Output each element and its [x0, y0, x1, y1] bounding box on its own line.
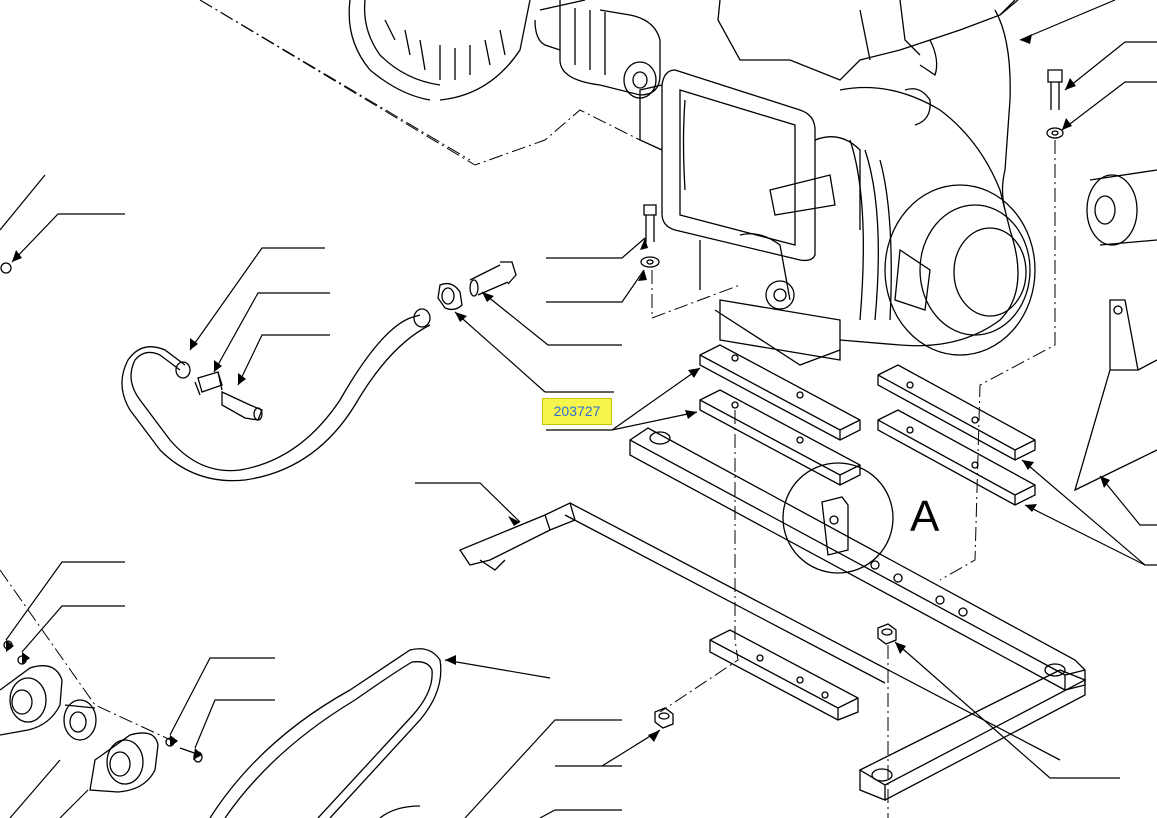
detail-label-a: A — [910, 492, 940, 541]
engine — [640, 0, 1035, 365]
fan — [349, 0, 530, 100]
spacer-plates — [700, 345, 1035, 505]
frame — [460, 428, 1085, 800]
detail-circle-a — [783, 463, 893, 573]
center-lines — [0, 0, 1055, 818]
guard-plate — [1075, 170, 1157, 490]
mount-bolts — [641, 70, 1063, 267]
shaft-coupler — [535, 0, 660, 98]
nuts — [655, 624, 896, 728]
bearing-assembly — [0, 263, 202, 792]
air-filter — [640, 70, 815, 260]
drive-belt — [210, 649, 441, 818]
arrowheads — [6, 34, 1110, 760]
flywheel-cover — [885, 185, 1035, 355]
part-number-label: 203727 — [553, 403, 601, 419]
part-number-highlight[interactable]: 203727 — [542, 398, 612, 425]
fuel-hose — [122, 262, 516, 481]
